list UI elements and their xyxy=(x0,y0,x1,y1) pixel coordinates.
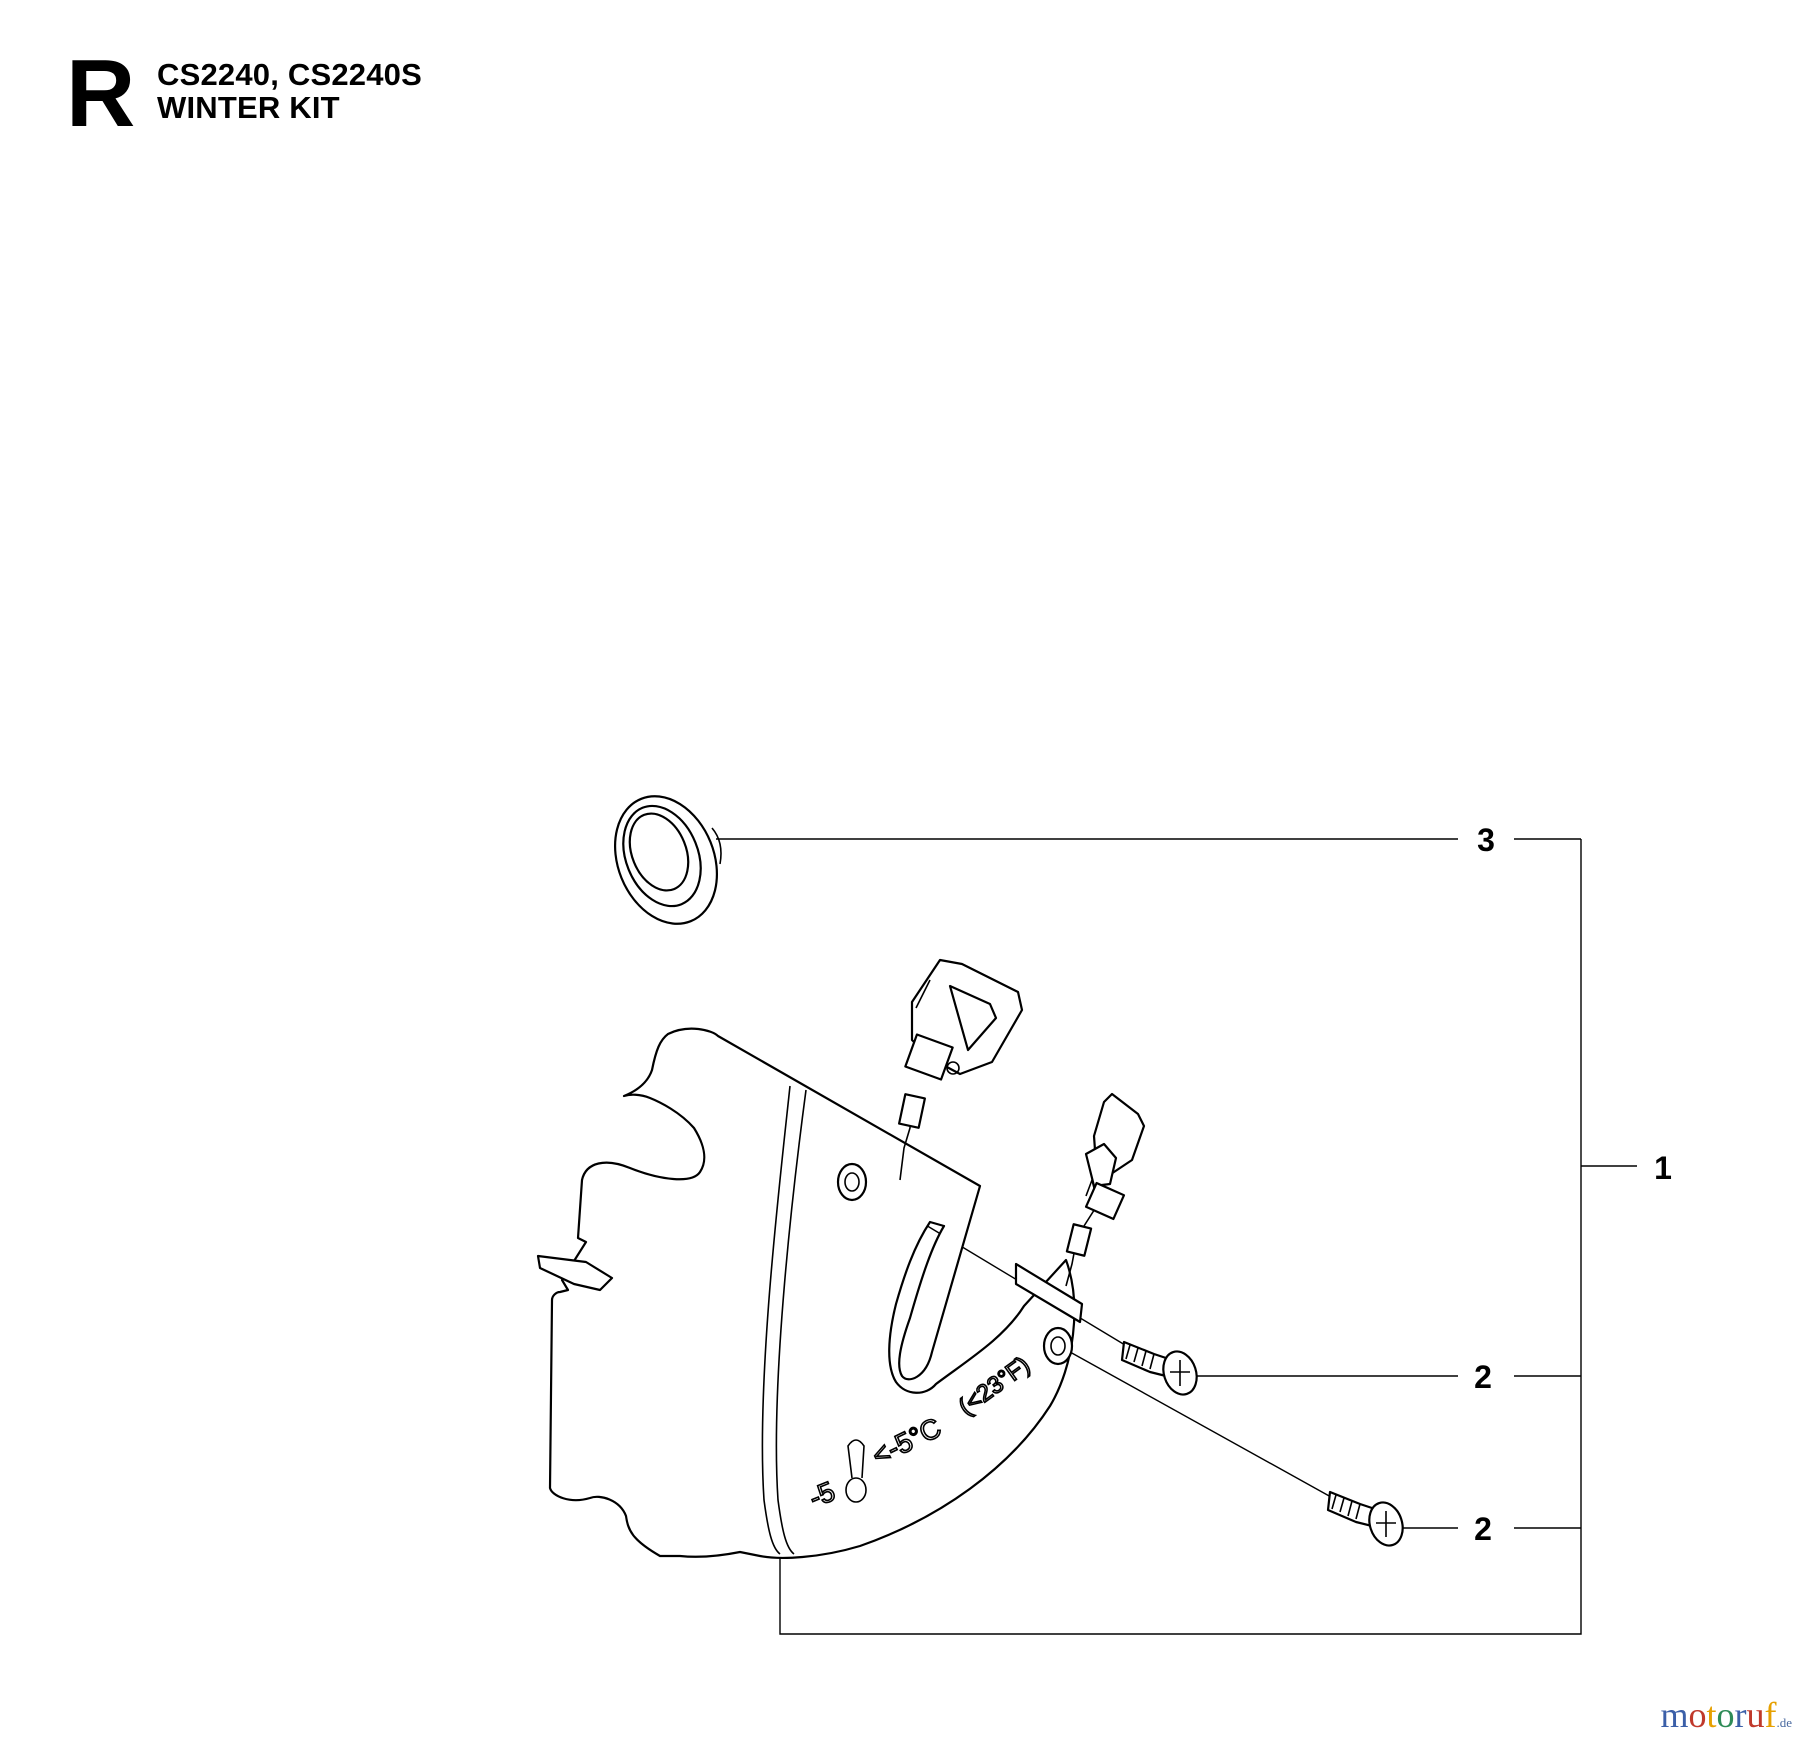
model-numbers: CS2240, CS2240S xyxy=(157,57,422,92)
watermark-logo: motoruf.de xyxy=(1660,1694,1792,1736)
thermometer-icon xyxy=(845,1477,867,1503)
boss-lower xyxy=(1042,1326,1074,1366)
callout-3: 3 xyxy=(1477,822,1495,858)
watermark-letter: o xyxy=(1688,1695,1707,1735)
callout-2-upper: 2 xyxy=(1474,1359,1492,1395)
heater-element-lower xyxy=(1065,1092,1146,1287)
callout-1: 1 xyxy=(1654,1150,1672,1186)
watermark-letter: u xyxy=(1746,1695,1765,1735)
heater-element-upper xyxy=(897,958,1024,1181)
boss-upper xyxy=(836,1162,868,1202)
watermark-letter: m xyxy=(1660,1695,1689,1735)
watermark-text: motoruf xyxy=(1660,1695,1776,1735)
grommet-part xyxy=(613,795,722,925)
watermark-letter: r xyxy=(1734,1695,1747,1735)
watermark-letter: o xyxy=(1716,1695,1735,1735)
cover-tab xyxy=(536,1254,614,1292)
callout-2-lower: 2 xyxy=(1474,1511,1492,1547)
leader-lines xyxy=(716,838,1637,1635)
cover-rib xyxy=(1014,1262,1084,1324)
diagram-header: CS2240, CS2240S WINTER KIT xyxy=(157,58,422,124)
kit-bracket xyxy=(779,839,1582,1635)
screw-lower xyxy=(1326,1490,1404,1547)
section-letter: R xyxy=(66,40,135,147)
watermark-letter: t xyxy=(1706,1695,1717,1735)
diagram-title: WINTER KIT xyxy=(157,90,340,125)
cover-plate-part: -5 <-5°C (<23°F) xyxy=(536,1027,1084,1559)
axis-line-lower xyxy=(1060,1346,1332,1498)
watermark-suffix: .de xyxy=(1776,1715,1792,1730)
screw-upper xyxy=(1120,1340,1198,1396)
watermark-letter: f xyxy=(1764,1695,1777,1735)
